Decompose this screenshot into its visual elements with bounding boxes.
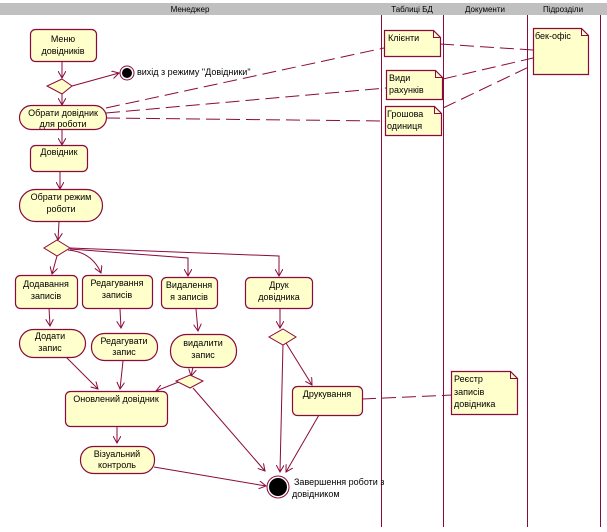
note-fold — [433, 30, 441, 38]
decision-diamond — [267, 328, 297, 346]
note-fold — [581, 28, 589, 36]
label: Меню — [51, 34, 76, 44]
final-state-end — [266, 475, 290, 499]
action-choose-mode[interactable] — [18, 188, 104, 223]
activity-print-reference[interactable] — [244, 276, 314, 310]
flow-arrow — [196, 308, 198, 331]
note-label: Грошова — [387, 109, 423, 119]
activity-adding[interactable] — [14, 274, 79, 310]
note-clients[interactable] — [383, 29, 442, 58]
note-label: рахунків — [389, 85, 424, 95]
final-state-end-label: довідником — [292, 489, 340, 499]
activity-updated-reference[interactable] — [64, 390, 169, 428]
note-account-types[interactable] — [385, 69, 444, 101]
lane-header-manager: Менеджер — [171, 5, 210, 14]
label: роботи — [46, 204, 75, 214]
decision-diamond — [174, 374, 205, 389]
label: Друкування — [303, 389, 352, 399]
flow-arrow — [69, 248, 188, 276]
object-flow — [105, 117, 386, 122]
label: запис — [112, 347, 136, 357]
lane-header-documents: Документи — [465, 5, 505, 14]
label: Додавання — [23, 279, 69, 289]
activity-reference[interactable] — [29, 144, 89, 173]
flow-arrow — [120, 360, 123, 389]
note-currency[interactable] — [384, 105, 443, 137]
label: для роботи — [40, 119, 87, 129]
label: Оновлений довідник — [73, 394, 159, 404]
label: запис — [191, 350, 215, 360]
activity-printing[interactable] — [291, 385, 364, 417]
note-register[interactable] — [450, 370, 519, 416]
label: Додати — [35, 331, 65, 341]
lane-header-departments: Підрозділи — [543, 5, 583, 14]
flow-arrow — [71, 73, 119, 87]
flow-arrow — [191, 366, 193, 376]
label: видалити — [183, 338, 223, 348]
note-label: Клієнти — [388, 33, 419, 43]
note-fold — [435, 70, 443, 78]
action-add-record[interactable] — [18, 328, 87, 359]
flow-arrow — [67, 249, 101, 273]
activity-editing[interactable] — [81, 274, 154, 310]
label: записів — [31, 291, 62, 301]
flow-arrow — [192, 387, 265, 471]
object-flow — [361, 394, 453, 400]
note-label: записів — [454, 387, 485, 397]
note-fold — [510, 371, 518, 379]
label: довідників — [41, 46, 84, 56]
flow-arrow — [69, 247, 279, 276]
object-flow — [442, 64, 534, 109]
label: записів — [102, 290, 133, 300]
final-state-exit — [119, 65, 135, 81]
note-fold — [434, 106, 442, 114]
label: Обрати довідник — [28, 108, 98, 118]
action-visual-control[interactable] — [79, 445, 156, 475]
swimlane-header-bar — [0, 3, 607, 15]
note-label: Види — [389, 73, 410, 83]
note-label: одиниця — [387, 121, 422, 131]
object-flow — [439, 43, 534, 51]
final-state-exit-label: вихід з режиму "Довідники" — [137, 67, 251, 77]
note-back-office[interactable] — [532, 27, 590, 76]
label: Редагування — [91, 278, 144, 288]
object-flow — [442, 57, 534, 80]
flow-arrow — [52, 255, 57, 274]
activity-menu[interactable] — [29, 28, 98, 63]
label: запис — [38, 343, 62, 353]
label: Обрати режим — [31, 192, 92, 202]
decision-diamond — [43, 239, 71, 257]
flow-arrow — [120, 308, 121, 328]
decision-diamond — [45, 78, 73, 95]
lane-header-db-tables: Таблиці БД — [391, 5, 433, 14]
label: Видалення — [166, 280, 212, 290]
object-flow — [105, 87, 387, 114]
object-flow — [105, 47, 385, 109]
label: Друк — [269, 280, 288, 290]
action-choose-reference[interactable] — [18, 104, 108, 131]
label: я записів — [170, 292, 208, 302]
action-edit-record[interactable] — [90, 332, 159, 362]
flow-arrow — [58, 221, 59, 240]
label: Довідник — [40, 147, 77, 157]
flow-arrow — [280, 343, 283, 472]
activity-deleting[interactable] — [160, 276, 219, 310]
label: Візуальний — [94, 449, 140, 459]
note-label: бек-офіс — [535, 31, 571, 41]
final-state-end-label: Завершення роботи з — [294, 477, 384, 487]
flow-arrow — [286, 414, 320, 472]
flow-arrow — [49, 307, 50, 326]
flow-arrow — [285, 342, 312, 385]
flow-arrow — [156, 380, 182, 391]
flow-arrow — [153, 466, 266, 486]
flow-arrow — [65, 356, 98, 389]
note-label: Реєстр — [454, 374, 483, 384]
label: довідника — [258, 292, 299, 302]
note-label: довідника — [454, 399, 495, 409]
action-delete-record[interactable] — [169, 333, 238, 369]
label: Редагувати — [100, 336, 147, 346]
label: контроль — [98, 460, 136, 470]
